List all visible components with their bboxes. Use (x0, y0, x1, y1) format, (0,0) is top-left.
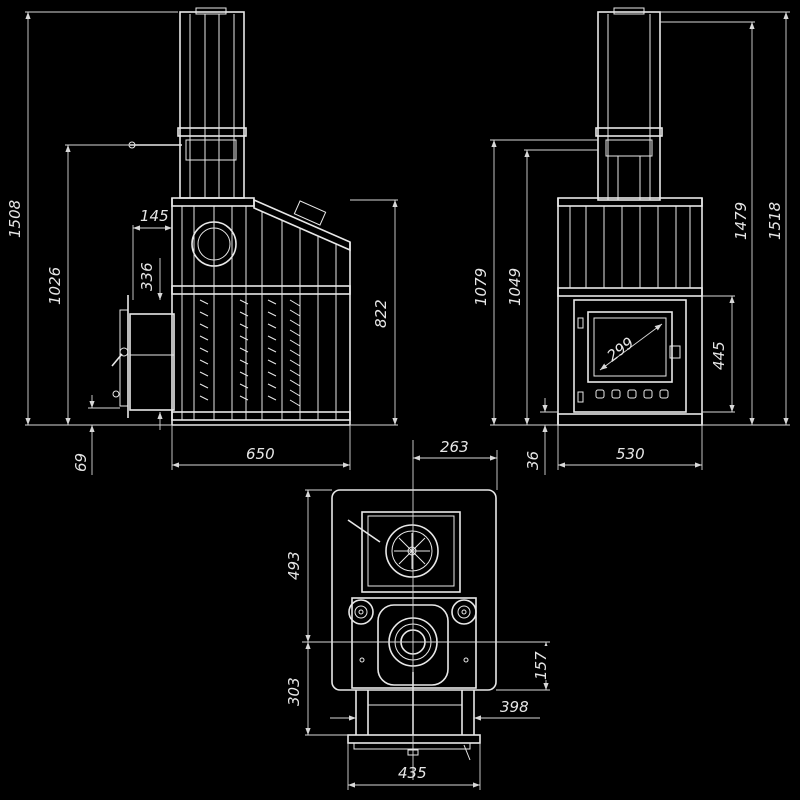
fire-door-front (573, 299, 687, 413)
side-view: 1508 1026 145 336 822 69 650 (4, 7, 398, 475)
dim-label-1518: 1518 (766, 202, 784, 240)
stove-body (171, 197, 351, 426)
dim-label-157: 157 (532, 651, 550, 680)
dim-label-1026: 1026 (46, 267, 64, 305)
chimney (128, 7, 247, 199)
dim-label-493: 493 (285, 551, 303, 580)
top-dimension-lines (302, 440, 550, 790)
dim-label-530: 530 (616, 445, 645, 463)
dim-label-1479: 1479 (732, 202, 750, 240)
dim-label-650: 650 (246, 445, 275, 463)
front-dimension-lines (490, 11, 790, 475)
top-view: 263 493 157 303 398 435 (283, 438, 550, 790)
dim-label-398: 398 (500, 698, 529, 716)
dim-label-1508: 1508 (6, 200, 24, 238)
dim-label-445: 445 (710, 341, 728, 370)
dim-label-299: 299 (604, 334, 638, 366)
dim-label-145: 145 (140, 207, 169, 225)
dim-label-336: 336 (138, 262, 156, 291)
heat-fins (199, 299, 301, 407)
dim-label-1049: 1049 (506, 268, 524, 306)
side-dimension-lines (25, 11, 398, 475)
dim-label-263: 263 (440, 438, 469, 456)
dim-label-36: 36 (524, 451, 542, 470)
front-view: 1079 1049 1479 1518 299 445 36 530 (470, 7, 790, 475)
fuel-door-side (111, 295, 175, 418)
dim-label-69: 69 (72, 453, 90, 472)
dim-label-435: 435 (398, 764, 427, 782)
chimney-front (595, 7, 663, 201)
dim-label-303: 303 (285, 677, 303, 706)
dim-label-822: 822 (372, 299, 390, 328)
dim-label-1079: 1079 (472, 268, 490, 306)
rosette (394, 533, 430, 569)
